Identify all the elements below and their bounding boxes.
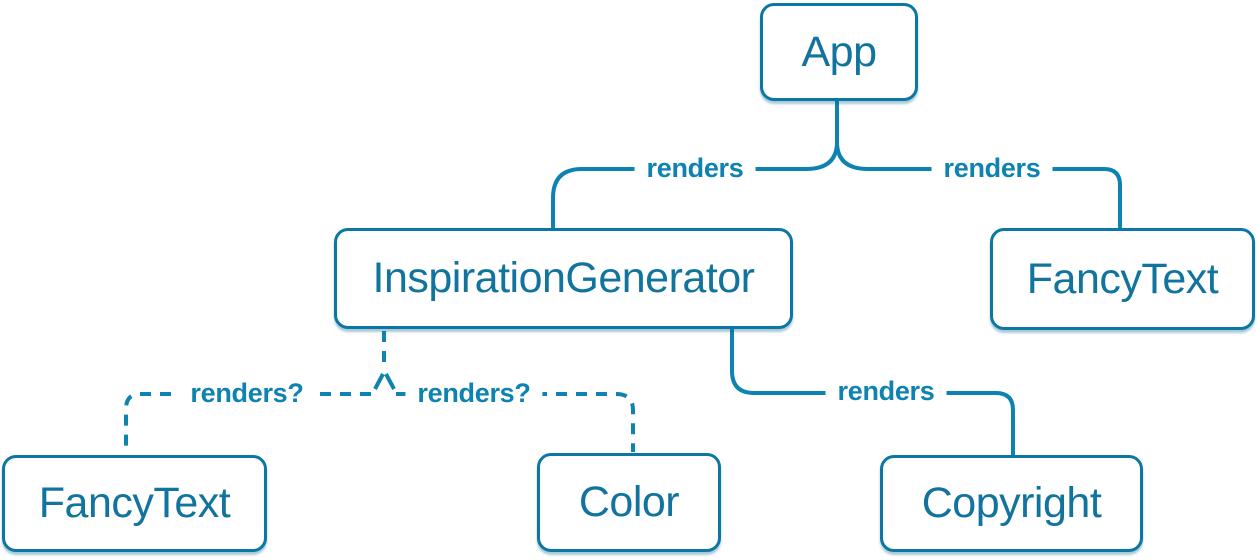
node-color-label: Color: [578, 478, 680, 526]
edge-dashed-split-left-mark: [373, 373, 385, 390]
edge-dashed-split-right-mark: [384, 373, 396, 390]
node-copyright: Copyright: [880, 455, 1143, 552]
edge-label-renders-inspirationgenerator-fancytext: renders?: [178, 378, 316, 409]
edge-label-renders-app-inspirationgenerator: renders: [634, 153, 756, 184]
node-copyright-label: Copyright: [921, 479, 1102, 527]
node-fancy-text-top: FancyText: [990, 228, 1255, 330]
edge-label-renders-app-fancytext: renders: [931, 153, 1053, 184]
node-inspiration-generator-label: InspirationGenerator: [372, 254, 756, 302]
edge-label-renders-inspirationgenerator-copyright: renders: [825, 376, 947, 407]
node-color: Color: [537, 453, 721, 552]
node-app: App: [760, 3, 918, 101]
edge-inspirationgenerator-color-dashed-line: [396, 392, 635, 452]
edge-inspirationgenerator-fancytext-dashed-line: [124, 392, 371, 452]
node-inspiration-generator: InspirationGenerator: [334, 228, 793, 329]
edge-label-renders-inspirationgenerator-color: renders?: [405, 378, 543, 409]
node-app-label: App: [801, 27, 877, 76]
edge-app-fancytext-line: [835, 140, 1122, 230]
node-fancy-text-bottom-label: FancyText: [38, 479, 231, 527]
node-fancy-text-bottom: FancyText: [2, 455, 267, 552]
node-fancy-text-top-label: FancyText: [1026, 254, 1219, 303]
